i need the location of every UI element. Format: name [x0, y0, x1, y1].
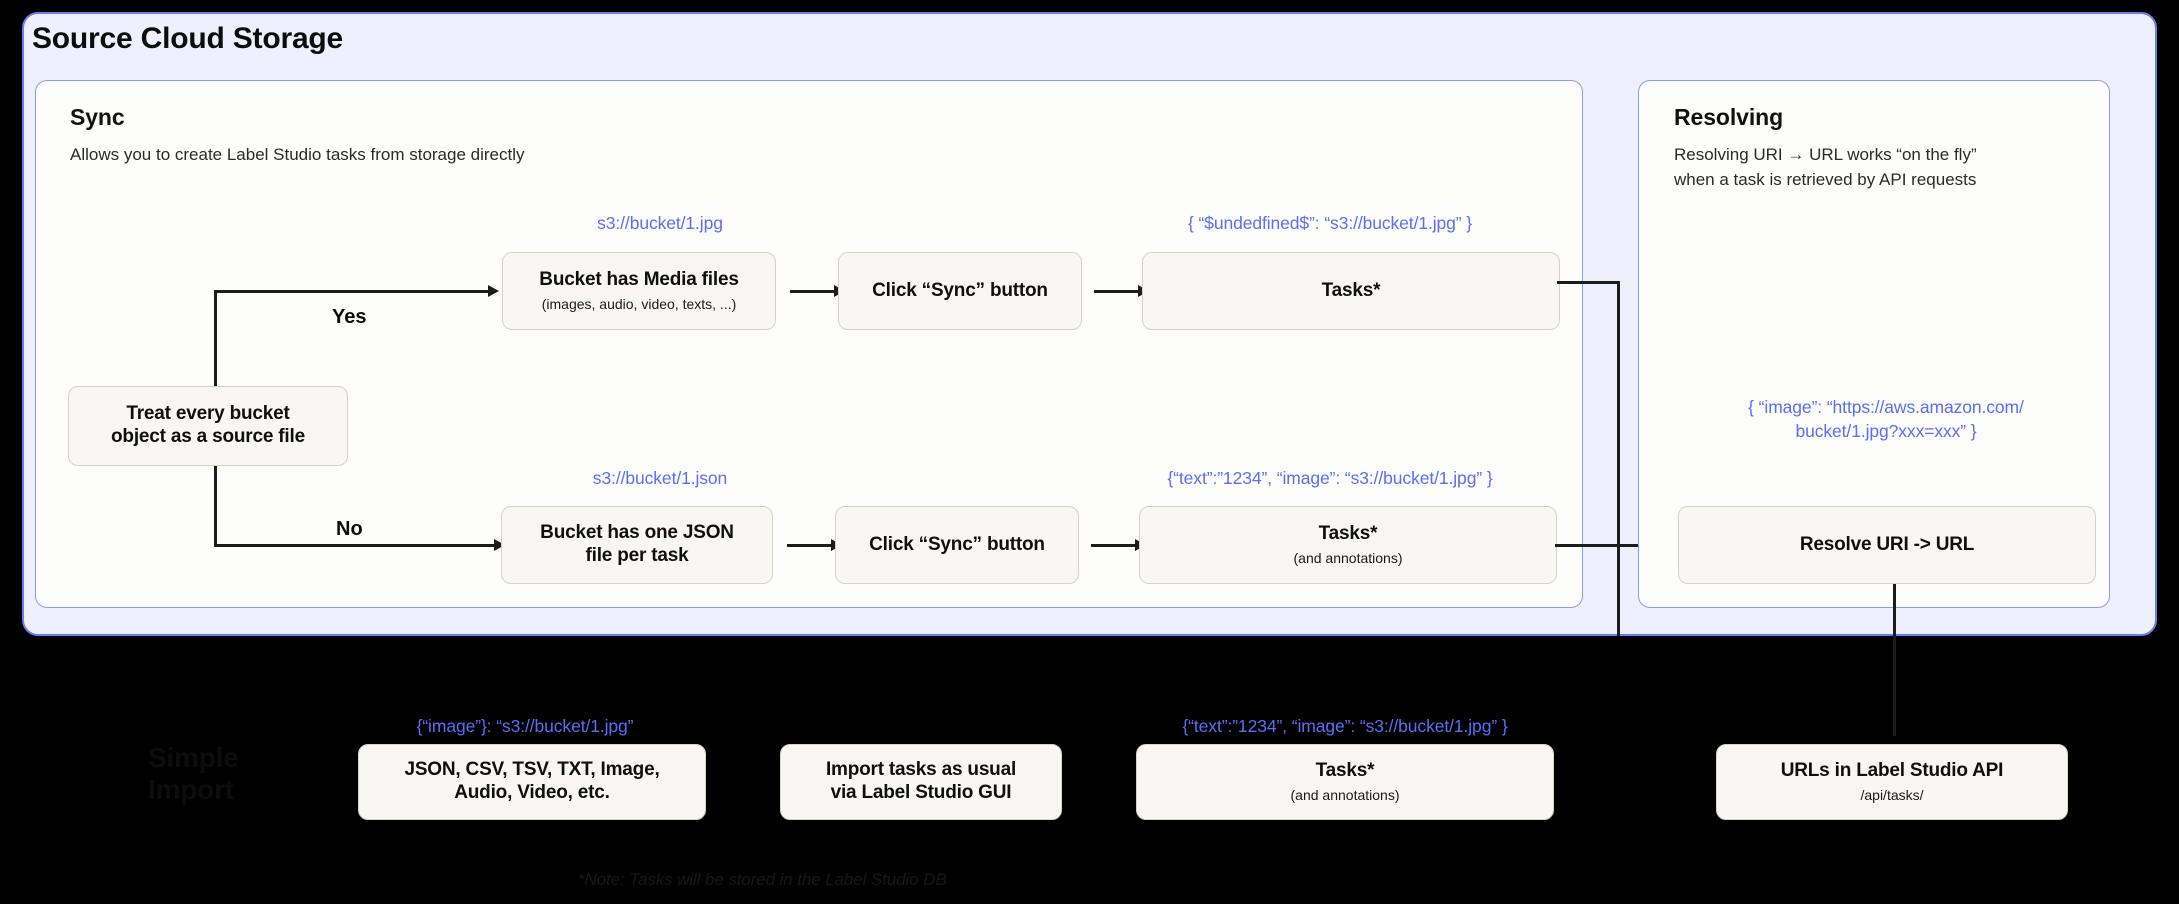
tasks-box-no[interactable]: Tasks* (and annotations) [1139, 506, 1557, 584]
resolved-url-json-label: { “image”: “https://aws.amazon.com/ buck… [1748, 397, 2024, 441]
tasks-box-yes[interactable]: Tasks* [1142, 252, 1560, 330]
urls-in-api-title: URLs in Label Studio API [1780, 760, 2004, 782]
no-branch-vertical-line [214, 466, 217, 546]
no-branch-horizontal-line [214, 544, 494, 547]
supported-formats-box[interactable]: JSON, CSV, TSV, TXT, Image, Audio, Video… [358, 744, 706, 820]
supported-formats-label: JSON, CSV, TSV, TXT, Image, Audio, Video… [404, 759, 660, 803]
click-sync-button-box-no[interactable]: Click “Sync” button [835, 506, 1079, 584]
sync-card-subtitle: Allows you to create Label Studio tasks … [70, 145, 525, 164]
page-title: Source Cloud Storage [32, 22, 344, 55]
import-tasks-gui-label: Import tasks as usual via Label Studio G… [825, 759, 1017, 803]
resolving-card-title: Resolving [1674, 104, 1784, 130]
no-branch-arrowhead [494, 539, 505, 551]
bottom-tasks-json-label: {“text”:”1234”, “image”: “s3://bucket/1.… [1182, 716, 1508, 736]
tasks-no-exit-line [1555, 544, 1677, 547]
bucket-media-subtitle: (images, audio, video, texts, ...) [541, 296, 737, 312]
resolve-to-api-vertical-line [1893, 584, 1896, 736]
simple-import-title: Simple Import [148, 742, 239, 806]
no-arrow-2-line [1091, 544, 1135, 547]
decision-box-label: Treat every bucket object as a source fi… [111, 403, 305, 447]
decision-box-treat-bucket-object[interactable]: Treat every bucket object as a source fi… [68, 386, 348, 466]
no-branch-label: No [336, 518, 363, 540]
bucket-media-title: Bucket has Media files [539, 269, 739, 291]
sync-card-title: Sync [70, 104, 125, 130]
tasks-title-bottom: Tasks* [1315, 760, 1375, 782]
footnote: *Note: Tasks will be stored in the Label… [578, 870, 947, 889]
tasks-title-no: Tasks* [1318, 523, 1378, 545]
yes-branch-vertical-line [214, 290, 217, 386]
no-arrow-1-line [787, 544, 831, 547]
urls-in-api-box[interactable]: URLs in Label Studio API /api/tasks/ [1716, 744, 2068, 820]
yes-task-json-label: { “$undedfined$”: “s3://bucket/1.jpg” } [1187, 213, 1473, 233]
bucket-json-title: Bucket has one JSON file per task [540, 522, 734, 566]
tasks-to-resolve-vertical-line [1617, 281, 1620, 636]
yes-uri-label: s3://bucket/1.jpg [597, 213, 723, 233]
yes-arrow-1-line [790, 290, 834, 293]
tasks-title-yes: Tasks* [1321, 279, 1381, 301]
tasks-subtitle-bottom: (and annotations) [1290, 787, 1400, 803]
tasks-subtitle-no: (and annotations) [1293, 550, 1403, 566]
resolve-uri-to-url-box[interactable]: Resolve URI -> URL [1678, 506, 2096, 584]
yes-branch-horizontal-line [214, 290, 488, 293]
click-sync-label-no: Click “Sync” button [869, 533, 1045, 555]
bucket-has-media-files-box[interactable]: Bucket has Media files (images, audio, v… [502, 252, 776, 330]
yes-branch-label: Yes [332, 306, 367, 328]
resolving-card-subtitle: Resolving URI → URL works “on the fly” w… [1674, 145, 1977, 189]
import-tasks-gui-box[interactable]: Import tasks as usual via Label Studio G… [780, 744, 1062, 820]
click-sync-button-box-yes[interactable]: Click “Sync” button [838, 252, 1082, 330]
urls-in-api-subtitle: /api/tasks/ [1860, 787, 1924, 803]
click-sync-label-yes: Click “Sync” button [872, 279, 1048, 301]
resolve-uri-label: Resolve URI -> URL [1799, 533, 1975, 555]
tasks-box-bottom[interactable]: Tasks* (and annotations) [1136, 744, 1554, 820]
import-json-label: {“image”}: “s3://bucket/1.jpg” [416, 716, 634, 736]
yes-arrow-2-line [1094, 290, 1138, 293]
bucket-has-json-file-box[interactable]: Bucket has one JSON file per task [501, 506, 773, 584]
tasks-yes-exit-line [1557, 281, 1619, 284]
no-task-json-label: {“text”:”1234”, “image”: “s3://bucket/1.… [1167, 468, 1493, 488]
yes-branch-arrowhead [488, 285, 499, 297]
no-uri-label: s3://bucket/1.json [592, 468, 728, 488]
